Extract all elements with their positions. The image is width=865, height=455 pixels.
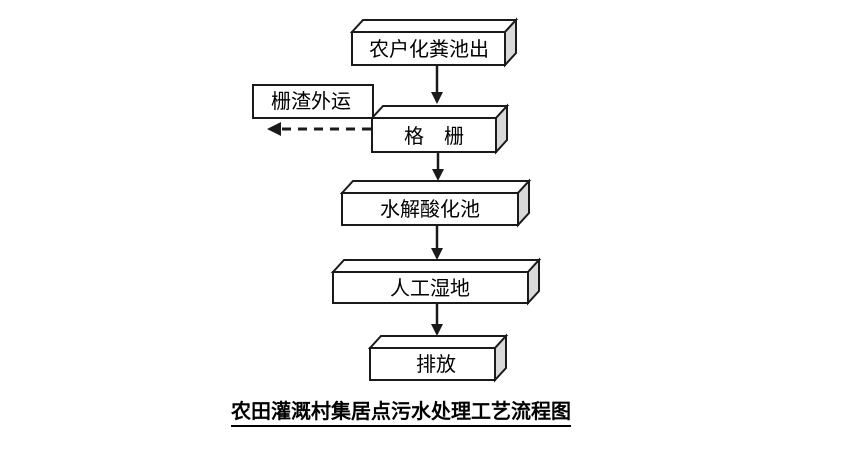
box-top-face <box>369 105 510 119</box>
box-top-face <box>367 335 509 349</box>
node-label: 栅渣外运 <box>271 90 351 113</box>
box-front-face <box>332 271 529 304</box>
node-label: 水解酸化池 <box>380 198 480 221</box>
arrow-head <box>431 324 443 336</box>
arrow-residue-out-dashed <box>267 122 371 136</box>
node-bar-screen: 格 栅 <box>369 103 510 155</box>
box-front-face <box>369 347 496 381</box>
arrow-hydrolysis-to-wetland <box>431 225 443 260</box>
box-top-face <box>349 19 519 33</box>
box-front-face <box>341 192 519 226</box>
arrow-head <box>431 248 443 260</box>
node-septic-tank-output: 农户化粪池出 <box>349 17 519 68</box>
box-top-face <box>339 180 532 194</box>
node-label: 排放 <box>416 353 456 376</box>
arrow-wetland-to-discharge <box>431 303 443 336</box>
box-front-face <box>371 117 497 153</box>
node-screen-residue-transport: 栅渣外运 <box>252 84 374 119</box>
node-label: 人工湿地 <box>390 277 470 300</box>
arrow-septic-to-screen <box>431 65 443 104</box>
node-label: 农户化粪池出 <box>369 38 489 61</box>
diagram-caption: 农田灌溉村集居点污水处理工艺流程图 <box>0 400 802 427</box>
dashed-arrow-head <box>267 122 281 136</box>
box-front-face <box>351 31 506 66</box>
node-discharge: 排放 <box>367 333 509 383</box>
node-hydrolysis-acidification-tank: 水解酸化池 <box>339 178 532 228</box>
box-face <box>252 84 374 119</box>
node-label: 格 栅 <box>404 125 464 148</box>
arrow-head <box>431 92 443 104</box>
arrow-screen-to-hydrolysis <box>432 152 444 181</box>
node-constructed-wetland: 人工湿地 <box>330 257 542 306</box>
box-top-face <box>330 259 542 273</box>
arrow-head <box>432 169 444 181</box>
diagram-caption-text: 农田灌溉村集居点污水处理工艺流程图 <box>231 400 571 427</box>
